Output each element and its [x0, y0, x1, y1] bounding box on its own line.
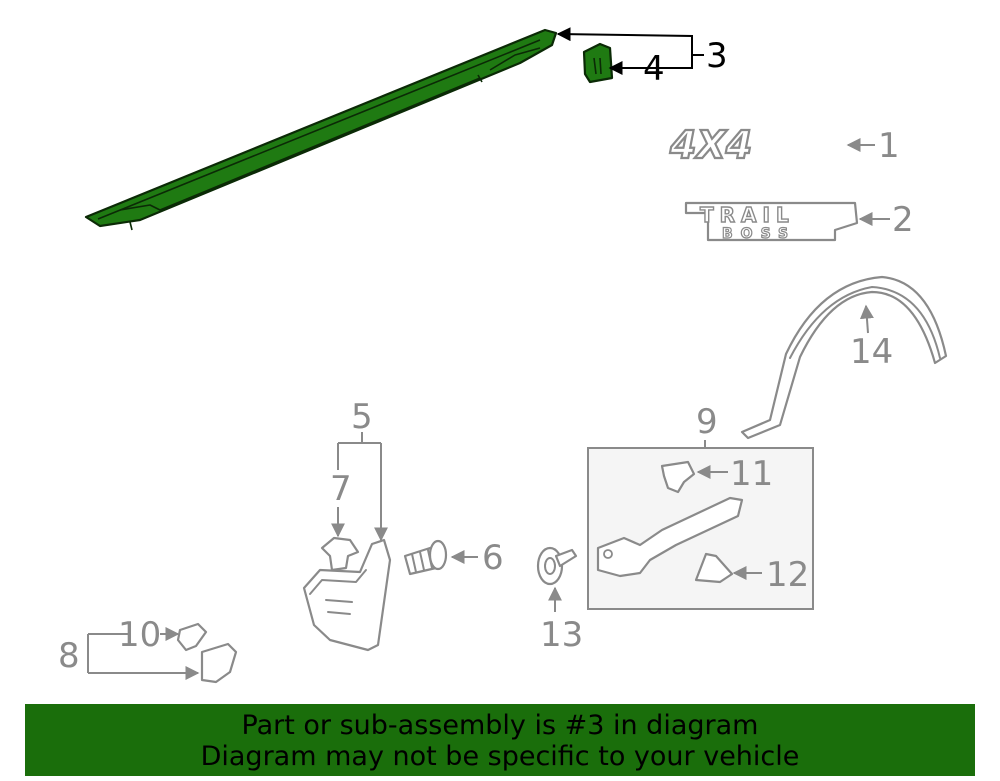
end-cap-part-4[interactable] [582, 42, 614, 84]
bracket-part-11[interactable] [660, 460, 696, 494]
emblem-boss-text: BOSS [722, 226, 796, 242]
splash-shield-part-9[interactable] [596, 496, 744, 578]
cover-part-8[interactable] [200, 642, 238, 684]
callout-11: 11 [730, 454, 773, 494]
leader-3 [556, 27, 693, 55]
callout-1: 1 [878, 126, 900, 166]
callout-6: 6 [482, 538, 504, 578]
bracket-part-10[interactable] [176, 622, 208, 652]
clip-part-7[interactable] [320, 536, 360, 572]
emblem-4x4-part-1[interactable]: 4X4 [668, 122, 753, 168]
notice-line-2: Diagram may not be specific to your vehi… [200, 741, 800, 772]
callout-4: 4 [643, 49, 665, 89]
notice-line-1: Part or sub-assembly is #3 in diagram [241, 710, 759, 741]
running-board-part-3[interactable] [84, 28, 558, 231]
emblem-trail-text: TRAIL [700, 203, 795, 227]
leader-14 [859, 304, 874, 334]
leader-5 [337, 432, 381, 540]
callout-7: 7 [330, 469, 352, 509]
emblem-4x4-text: 4X4 [669, 123, 752, 167]
callout-12: 12 [766, 555, 809, 595]
cap-part-12[interactable] [694, 552, 734, 584]
callout-3: 3 [706, 36, 728, 76]
leader-4 [608, 55, 693, 75]
callout-2: 2 [892, 200, 914, 240]
screw-part-6[interactable] [403, 539, 448, 576]
leader-8 [87, 633, 198, 673]
callout-13: 13 [540, 615, 583, 655]
emblem-trail-boss-part-2[interactable]: TRAIL BOSS [684, 201, 859, 243]
notice-banner: Part or sub-assembly is #3 in diagram Di… [25, 704, 975, 776]
wheel-flare-part-14[interactable] [740, 275, 948, 440]
callout-14: 14 [850, 332, 893, 372]
callout-8: 8 [58, 636, 80, 676]
callout-5: 5 [351, 397, 373, 437]
callout-9: 9 [696, 402, 718, 442]
mud-flap-part-5[interactable] [302, 538, 392, 652]
callout-10: 10 [118, 615, 161, 655]
push-pin-part-13[interactable] [536, 546, 578, 586]
